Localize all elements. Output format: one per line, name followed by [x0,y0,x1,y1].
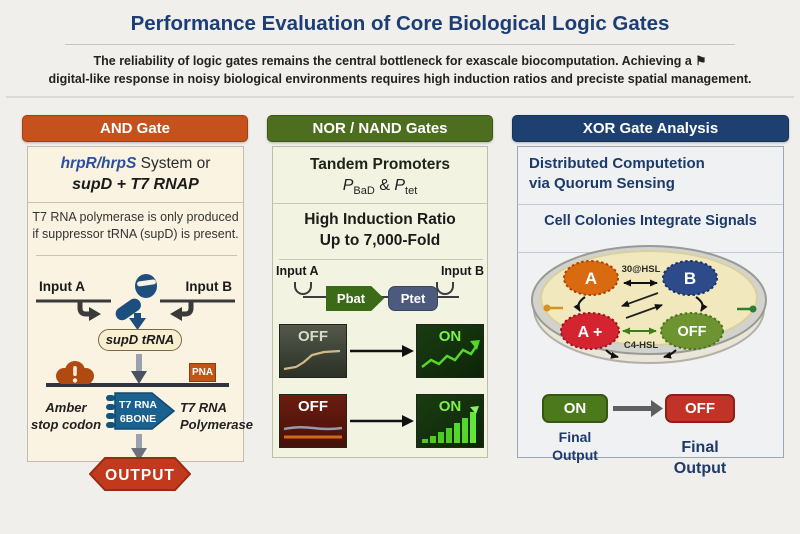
p2-sub: tet [405,185,418,198]
and-system-rest: System or [136,155,211,172]
p1-sub: BaD [353,185,375,198]
flat-lines [283,425,343,439]
t7-rna-gene-arrow: T7 RNA 6BONE [106,392,176,430]
title-underline [65,44,735,45]
t7-box-line2: 6BONE [120,413,156,425]
rising-bars [422,406,479,443]
nand-off-text: OFF [298,398,328,415]
and-desc-2: if suppressor tRNA (supD) is present. [32,227,239,241]
nor-off-screen: OFF [279,324,347,378]
divider [273,203,487,204]
nor-input-b-label: Input B [440,264,484,278]
xor-header: XOR Gate Analysis [512,115,789,142]
amber-stop-codon-label: Amber stop codon [28,399,104,433]
t7-box-line1: T7 RNA [119,399,157,411]
and-system-line2: supD + T7 RNAP [72,176,199,193]
and-desc-1: T7 RNA polymerase is only produced [32,210,239,224]
arrow-right [350,345,414,357]
xor-panel: Distributed Computetion via Quorum Sensi… [517,146,784,477]
ptet-promoter: Ptet [388,286,438,311]
blob-a-label: A [585,269,597,288]
blob-b-label: B [684,269,696,288]
xor-sub2: via Quorum Sensing [529,175,675,192]
nor-on-screen: ON [416,324,484,378]
dna-strand [46,383,229,387]
nor-nand-panel: Tandem Promoters PBaD & Ptet High Induct… [272,146,488,458]
p2: P [394,177,406,194]
input-b-arrow [160,299,235,321]
ampersand: & [374,177,395,194]
nor-input-a-label: Input A [276,264,319,278]
final-right-line1: Final [681,439,719,456]
petri-dish: A B A + OFF 30@HSL C4-HSL [531,245,767,364]
nor-nand-header: NOR / NAND Gates [267,115,493,142]
final-left-line2: Output [552,447,598,463]
amber-line1: Amber [45,400,87,415]
divider [36,255,237,256]
input-a-hook [294,282,312,295]
arrow-right [350,415,414,427]
p1: P [342,177,354,194]
t7-label-line1: T7 RNA [180,400,227,415]
final-right-line2: Output [673,460,727,477]
and-gate-header: AND Gate [22,115,248,142]
and-system-name: hrpR/hrpS [60,155,137,172]
enzyme-icon [115,274,157,330]
induction-ratio-line2: Up to 7,000-Fold [319,232,441,249]
and-input-a-label: Input A [39,279,85,294]
result-arrow [613,400,663,417]
tandem-promoters-heading: Tandem Promoters [309,156,451,173]
t7-polymerase-label: T7 RNA Polymerase [180,399,253,433]
nor-off-text: OFF [298,328,328,345]
subtitle-line-1: The reliability of logic gates remains t… [93,54,707,68]
t7-label-line2: Polymerase [180,417,253,432]
hsl-bottom-label: C4-HSL [624,340,659,351]
xor-heading: Cell Colonies Integrate Signals [544,213,757,229]
section-divider [6,96,794,98]
page-title: Performance Evaluation of Core Biologica… [130,12,670,35]
divider [279,259,483,260]
nor-on-text: ON [438,328,462,345]
and-gate-panel: hrpR/hrpS System or supD + T7 RNAP T7 RN… [27,146,253,491]
output-text: OUTPUT [105,467,175,484]
subtitle-line-2: digital-like response in noisy biologica… [48,72,752,86]
down-arrow [131,354,147,384]
pna-box: PNA [189,363,216,382]
supd-trna-pill: supD tRNA [98,329,182,351]
induction-ratio-line1: High Induction Ratio [304,211,456,228]
amber-line2: stop codon [30,417,102,432]
and-input-b-label: Input B [185,279,233,294]
pbat-promoter: Pbat [326,286,384,311]
xor-sub1: Distributed Computetion [529,155,705,172]
nand-on-screen: ON [416,394,484,448]
blob-off-label: OFF [678,324,707,340]
blob-aplus-label: A + [578,324,603,341]
flat-curve [283,349,341,371]
input-b-hook [436,282,454,295]
output-banner: OUTPUT [89,457,191,491]
rising-zigzag [421,340,480,368]
amber-codon-icon [56,361,94,384]
nand-on-text: ON [438,398,462,415]
divider [28,202,243,203]
final-left-line1: Final [558,429,592,445]
and-system-line1: hrpR/hrpS System or [28,155,243,173]
final-on-box: ON [542,394,608,423]
nand-off-screen: OFF [279,394,347,448]
input-a-arrow [36,299,111,321]
divider [518,204,783,205]
hsl-top-label: 30@HSL [622,264,661,275]
promoter-names: PBaD & Ptet [273,177,487,197]
down-arrow [131,434,147,461]
final-off-box: OFF [665,394,735,423]
